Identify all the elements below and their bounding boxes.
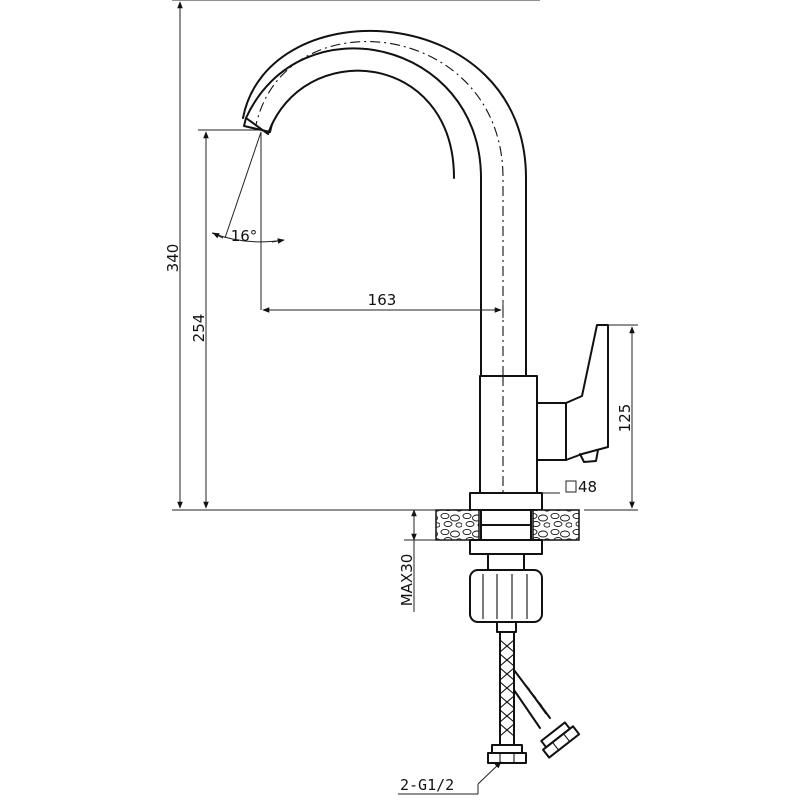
dimension-label-spray-angle: 16° [231,227,258,245]
hose-thread-label: 2-G1/2 [400,776,454,794]
hose-thread-callout: 2-G1/2 [398,761,502,795]
dimension-label-spout-reach: 163 [368,291,397,309]
dimension-label-handle-height: 125 [616,404,634,433]
dimension-total-height: 340 [164,0,540,511]
square-symbol-icon [565,480,577,493]
mounting-shank [469,509,543,633]
handle-lever [536,324,609,463]
dimension-spout-height: 254 [190,129,262,509]
countertop-section [435,509,580,541]
base-flange [469,492,543,511]
dimension-label-max-counter: MAX30 [398,554,416,607]
dimension-spray-angle: 16° [211,131,285,310]
faucet-body [479,375,538,494]
supply-hoses [487,631,581,764]
dimension-spout-reach: 163 [262,291,504,318]
dimension-label-spout-height: 254 [190,314,208,343]
dimension-label-total-height: 340 [164,244,182,273]
dimension-handle-height: 125 [584,324,638,511]
dimension-label-base-square: 48 [578,478,597,496]
dimension-base-square: 48 [542,478,597,496]
spout [242,30,527,377]
mounting-nut [469,569,543,623]
dimension-max-counter: MAX30 [398,509,470,612]
